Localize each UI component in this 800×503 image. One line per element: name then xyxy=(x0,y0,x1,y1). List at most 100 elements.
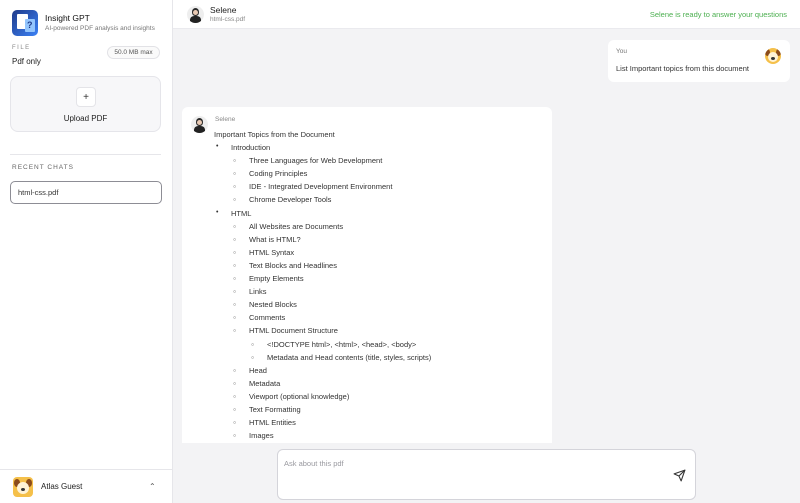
sidebar: ? Insight GPT AI-powered PDF analysis an… xyxy=(0,0,173,503)
topic-list-item: ○Metadata xyxy=(214,379,544,391)
recent-chat-item[interactable]: html-css.pdf xyxy=(10,181,162,204)
upload-pdf-button[interactable]: + Upload PDF xyxy=(10,76,161,132)
circle-bullet-icon: ○ xyxy=(233,393,237,400)
assistant-message: Selene Important Topics from the Documen… xyxy=(182,107,552,443)
topic-list-item: • Introduction xyxy=(214,143,544,155)
user-name: Atlas Guest xyxy=(41,482,83,491)
topic-text: Metadata and Head contents (title, style… xyxy=(267,352,432,362)
topic-text: <!DOCTYPE html>, <html>, <head>, <body> xyxy=(267,339,417,349)
sidebar-divider xyxy=(10,154,161,155)
circle-bullet-icon: ○ xyxy=(233,171,237,178)
chat-header: Selene html-css.pdf Selene is ready to a… xyxy=(173,0,800,29)
topic-list-item: ○ Links xyxy=(214,287,544,299)
recent-chats-label: RECENT CHATS xyxy=(12,164,74,171)
chat-input[interactable] xyxy=(284,456,654,470)
assistant-avatar-icon xyxy=(191,116,208,133)
dog-avatar-icon xyxy=(13,476,33,497)
topic-text: What is HTML? xyxy=(249,234,301,244)
bullet-icon: • xyxy=(216,143,219,150)
circle-bullet-icon: ○ xyxy=(233,420,237,427)
topic-text: All Websites are Documents xyxy=(249,221,344,231)
topic-text: Text Formatting xyxy=(249,405,301,414)
topic-text: Links xyxy=(249,287,267,297)
topic-list-item: ○ Text Blocks and Headlines xyxy=(214,261,544,273)
circle-bullet-icon: ○ xyxy=(233,197,237,204)
topic-text: Three Languages for Web Development xyxy=(249,156,383,166)
size-limit-badge: 50.0 MB max xyxy=(107,46,160,59)
topic-text: HTML xyxy=(231,208,252,218)
circle-bullet-icon: ○ xyxy=(233,276,237,282)
topic-list-item: ○ <!DOCTYPE html>, <html>, <head>, <body> xyxy=(214,340,544,352)
circle-bullet-icon: ○ xyxy=(233,184,237,191)
topic-list-item: ○ Head xyxy=(214,366,544,378)
message-text: List Important topics from this document xyxy=(616,64,749,73)
topic-list-item: ○ HTML Document Structure xyxy=(214,326,544,338)
circle-bullet-icon: ○ xyxy=(233,223,237,230)
circle-bullet-icon: ○ xyxy=(233,302,237,309)
circle-bullet-icon: ○ xyxy=(233,158,237,165)
topic-text: HTML Document Structure xyxy=(249,326,338,336)
plus-icon[interactable]: + xyxy=(76,87,96,107)
send-icon[interactable] xyxy=(672,468,686,482)
app-subtitle: AI-powered PDF analysis and insights xyxy=(45,25,155,32)
topic-list-item: ○ Coding Principles xyxy=(214,169,544,181)
assistant-name: Selene xyxy=(210,5,237,15)
topic-list-item: ○ Text Formatting xyxy=(214,405,544,417)
circle-bullet-icon: ○ xyxy=(233,380,237,387)
status-text: Selene is ready to answer your questions xyxy=(649,10,787,19)
topic-text: Text Blocks and Headlines xyxy=(249,260,337,270)
topic-list-item: ○ Empty Elements xyxy=(214,274,544,286)
pdf-doc-logo-icon: ? xyxy=(12,10,38,36)
chevron-up-icon[interactable]: ⌃ xyxy=(149,482,156,491)
topic-list-item: ○ All Websites are Documents xyxy=(214,222,544,234)
circle-bullet-icon: ○ xyxy=(233,328,237,335)
circle-bullet-icon: ○ xyxy=(233,236,237,243)
user-menu[interactable]: Atlas Guest ⌃ xyxy=(0,469,172,503)
topic-text: HTML Entities xyxy=(249,418,296,428)
file-type-text: Pdf only xyxy=(12,57,41,66)
file-section-label: FILE xyxy=(12,45,31,51)
topic-text: Empty Elements xyxy=(249,274,304,283)
bullet-icon: • xyxy=(216,208,219,216)
app-title: Insight GPT xyxy=(45,13,90,23)
assistant-avatar-icon xyxy=(187,6,204,23)
topic-text: IDE - Integrated Development Environment xyxy=(249,182,393,192)
circle-bullet-icon: ○ xyxy=(233,407,237,413)
topic-list-item: ○ Three Languages for Web Development xyxy=(214,156,544,168)
topic-list-item: ○ Nested Blocks xyxy=(214,300,544,312)
dog-avatar-icon xyxy=(765,48,781,64)
message-author: You xyxy=(616,48,627,55)
circle-bullet-icon: ○ xyxy=(233,289,237,296)
topic-list-item: ○Images xyxy=(214,431,544,443)
circle-bullet-icon: ○ xyxy=(233,262,237,269)
topic-text: Chrome Developer Tools xyxy=(249,195,332,205)
topic-list-item: ○ Viewport (optional knowledge) xyxy=(214,392,544,404)
topic-list-item: ○ Comments xyxy=(214,313,544,325)
topic-list-item: ○ What is HTML? xyxy=(214,235,544,247)
topic-list-item: ○ Chrome Developer Tools xyxy=(214,195,544,207)
circle-bullet-icon: ○ xyxy=(251,354,255,361)
upload-pdf-label: Upload PDF xyxy=(63,114,108,123)
topic-text: Introduction xyxy=(231,143,271,152)
topic-text: Nested Blocks xyxy=(249,300,297,310)
chat-composer xyxy=(277,449,696,500)
topic-text: HTML Syntax xyxy=(249,247,295,257)
message-author: Selene xyxy=(215,116,236,123)
message-heading: Important Topics from the Document xyxy=(214,130,335,139)
topic-text: Coding Principles xyxy=(249,169,308,179)
topic-list-item: ○ HTML Entities xyxy=(214,418,544,430)
circle-bullet-icon: ○ xyxy=(251,341,255,348)
circle-bullet-icon: ○ xyxy=(233,433,237,440)
current-file-name: html-css.pdf xyxy=(210,16,246,23)
topic-text: Viewport (optional knowledge) xyxy=(249,391,350,401)
circle-bullet-icon: ○ xyxy=(233,367,237,374)
topic-list-item: ○ Metadata and Head contents (title, styl… xyxy=(214,353,544,365)
user-message: You List Important topics from this docu… xyxy=(608,40,790,82)
topic-list-item: • HTML xyxy=(214,209,544,221)
brand: ? Insight GPT AI-powered PDF analysis an… xyxy=(12,10,155,36)
circle-bullet-icon: ○ xyxy=(233,315,237,322)
topic-text: Head xyxy=(249,365,267,375)
topic-text: Comments xyxy=(249,313,286,323)
topic-list-item: ○HTML Syntax xyxy=(214,248,544,260)
topic-list-item: ○ IDE - Integrated Development Environmen… xyxy=(214,182,544,194)
